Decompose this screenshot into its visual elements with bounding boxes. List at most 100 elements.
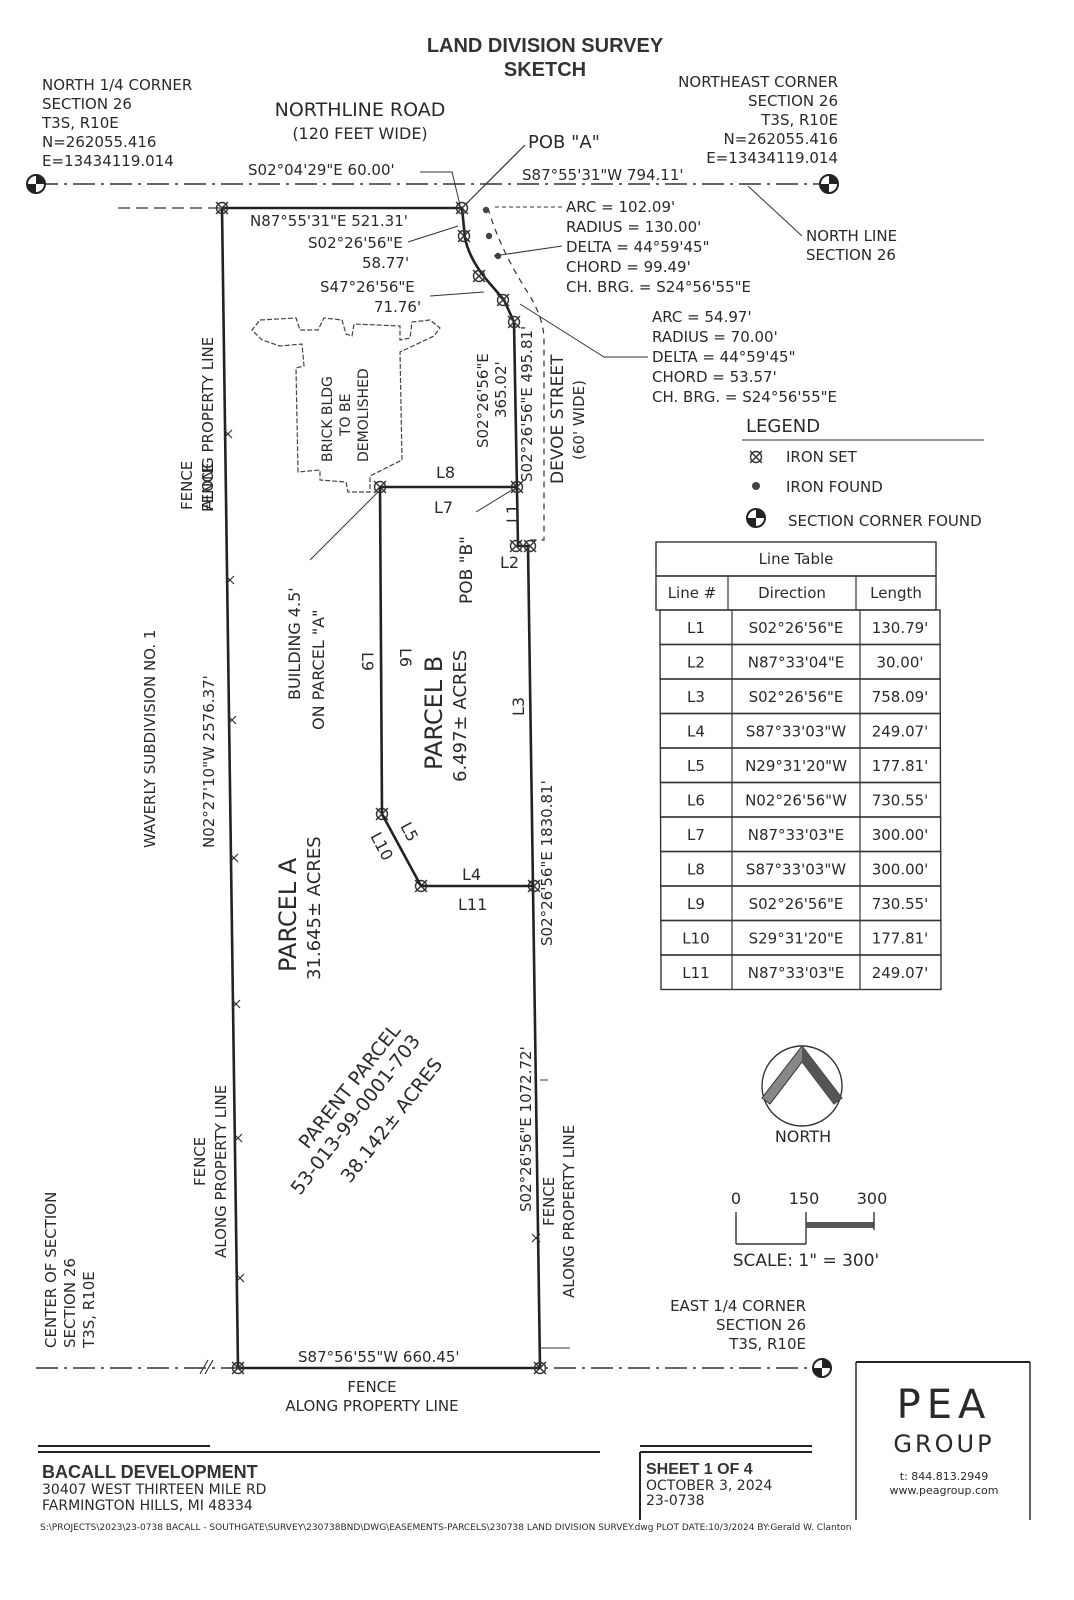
- title-line-1: LAND DIVISION SURVEY: [427, 35, 664, 57]
- svg-text:T3S, R10E: T3S, R10E: [760, 111, 838, 129]
- table-cell-length: 730.55': [872, 792, 929, 810]
- fence-label-south-2: ALONG PROPERTY LINE: [285, 1397, 458, 1415]
- scale-bar: 0 150 300 SCALE: 1" = 300': [731, 1189, 887, 1271]
- svg-text:CH. BRG. = S24°56'55"E: CH. BRG. = S24°56'55"E: [566, 278, 751, 296]
- svg-text:CH. BRG. = S24°56'55"E: CH. BRG. = S24°56'55"E: [652, 388, 837, 406]
- table-cell-direction: N87°33'03"E: [748, 826, 844, 844]
- svg-text:L9: L9: [358, 652, 377, 671]
- table-cell-length: 730.55': [872, 895, 929, 913]
- svg-text:CENTER OF SECTION: CENTER OF SECTION: [42, 1192, 60, 1348]
- table-cell-direction: N87°33'03"E: [748, 964, 844, 982]
- svg-text:TO BE: TO BE: [338, 394, 354, 437]
- table-cell-line: L2: [687, 654, 705, 672]
- svg-text:L7: L7: [434, 498, 453, 517]
- legend-section-corner: SECTION CORNER FOUND: [788, 512, 982, 530]
- pob-a-leader: [467, 144, 526, 203]
- svg-text:L8: L8: [436, 463, 455, 482]
- road-width: (120 FEET WIDE): [292, 124, 427, 143]
- section-corner-icon: [819, 174, 839, 194]
- table-cell-line: L6: [687, 792, 705, 810]
- building-note: BUILDING 4.5' ON PARCEL "A": [285, 587, 328, 730]
- svg-text:ARC = 102.09': ARC = 102.09': [566, 198, 675, 216]
- parent-parcel-label: PARENT PARCEL 53-013-99-0001-703 38.142±…: [287, 1020, 448, 1199]
- svg-text:T3S, R10E: T3S, R10E: [728, 1335, 806, 1353]
- iron-found-icons: [482, 206, 502, 260]
- sheet-number: SHEET 1 OF 4: [646, 1461, 753, 1478]
- svg-text:300: 300: [857, 1189, 888, 1208]
- north-bearing-b: S87°55'31"W 794.11': [522, 166, 684, 184]
- svg-text:T3S, R10E: T3S, R10E: [41, 114, 119, 132]
- footer-file-path: S:\PROJECTS\2023\23-0738 BACALL - SOUTHG…: [40, 1523, 851, 1533]
- svg-text:L4: L4: [462, 865, 481, 884]
- svg-text:CHORD = 99.49': CHORD = 99.49': [566, 258, 691, 276]
- waverly-subdivision-label: WAVERLY SUBDIVISION NO. 1: [141, 630, 159, 848]
- north-parcel-bearing: N87°55'31"E 521.31': [250, 212, 408, 230]
- group-logo-text: GROUP: [893, 1430, 994, 1458]
- svg-text:N=262055.416: N=262055.416: [724, 130, 838, 148]
- east-property-line: [460, 207, 542, 1369]
- fence-label-west-upper-1: FENCE: [199, 463, 217, 512]
- table-cell-length: 249.07': [872, 723, 929, 741]
- west-property-line: [220, 207, 240, 1369]
- east-line-bearing-low: S02°26'56"E 1072.72': [517, 1046, 535, 1212]
- svg-text:N=262055.416: N=262055.416: [42, 133, 156, 151]
- devoe-street-name: DEVOE STREET: [548, 354, 568, 484]
- legend-iron-set: IRON SET: [786, 448, 858, 466]
- north-line-label-2: SECTION 26: [806, 246, 896, 264]
- sheet-date: OCTOBER 3, 2024: [646, 1478, 773, 1494]
- svg-text:Line Table: Line Table: [759, 550, 834, 568]
- svg-text:L3: L3: [509, 697, 528, 716]
- iron-found-icon: [752, 482, 760, 490]
- pob-a-label: POB "A": [528, 132, 600, 153]
- table-cell-line: L3: [687, 688, 705, 706]
- table-cell-line: L7: [687, 826, 705, 844]
- bearing-s4726-len: 71.76': [374, 298, 421, 316]
- table-cell-line: L9: [687, 895, 705, 913]
- table-cell-direction: S02°26'56"E: [749, 619, 844, 637]
- fence-label-west-upper-group: FENCE ALONG PROPERTY LINE: [178, 337, 217, 510]
- bearing-s0226-a: S02°26'56"E: [308, 234, 403, 252]
- north-line-label-1: NORTH LINE: [806, 227, 897, 245]
- table-row: L4 S87°33'03"W 249.07': [659, 712, 941, 749]
- table-cell-length: 130.79': [872, 619, 929, 637]
- devoe-street-width: (60' WIDE): [570, 380, 588, 460]
- svg-text:T3S, R10E: T3S, R10E: [80, 1271, 98, 1349]
- svg-text:SECTION 26: SECTION 26: [42, 95, 132, 113]
- brick-building-outline: [251, 317, 441, 493]
- table-cell-line: L11: [682, 964, 709, 982]
- svg-text:150: 150: [789, 1189, 820, 1208]
- company-website: www.peagroup.com: [890, 1484, 999, 1497]
- table-cell-direction: S87°33'03"W: [746, 723, 846, 741]
- svg-text:L5: L5: [396, 819, 422, 845]
- table-cell-direction: N02°26'56"W: [745, 792, 847, 810]
- road-name: NORTHLINE ROAD: [275, 99, 446, 121]
- svg-text:SECTION 26: SECTION 26: [716, 1316, 806, 1334]
- devoe-street-row-line: [487, 207, 545, 541]
- bearing-s0226-a-len: 58.77': [362, 254, 409, 272]
- table-cell-direction: N29°31'20"W: [745, 757, 847, 775]
- svg-text:ALONG PROPERTY LINE: ALONG PROPERTY LINE: [199, 337, 217, 510]
- svg-text:Line #: Line #: [668, 584, 717, 602]
- table-cell-line: L5: [687, 757, 705, 775]
- client-address-2: FARMINGTON HILLS, MI 48334: [42, 1498, 253, 1514]
- table-cell-direction: S87°33'03"W: [746, 861, 846, 879]
- bearing-s4726: S47°26'56"E: [320, 278, 415, 296]
- svg-text:FENCE: FENCE: [178, 461, 196, 510]
- svg-text:L1: L1: [503, 504, 522, 523]
- svg-text:RADIUS = 70.00': RADIUS = 70.00': [652, 328, 778, 346]
- sheet-job: 23-0738: [646, 1493, 705, 1509]
- section-corner-icon: [812, 1358, 832, 1378]
- table-cell-line: L4: [687, 723, 705, 741]
- table-row: L6 N02°26'56"W 730.55': [659, 781, 942, 818]
- svg-text:ALONG PROPERTY LINE: ALONG PROPERTY LINE: [212, 1085, 230, 1258]
- table-cell-length: 177.81': [872, 930, 929, 948]
- table-cell-direction: S02°26'56"E: [749, 688, 844, 706]
- parcel-a-name: PARCEL A: [274, 857, 302, 972]
- curve-2-data: ARC = 54.97' RADIUS = 70.00' DELTA = 44°…: [652, 308, 837, 406]
